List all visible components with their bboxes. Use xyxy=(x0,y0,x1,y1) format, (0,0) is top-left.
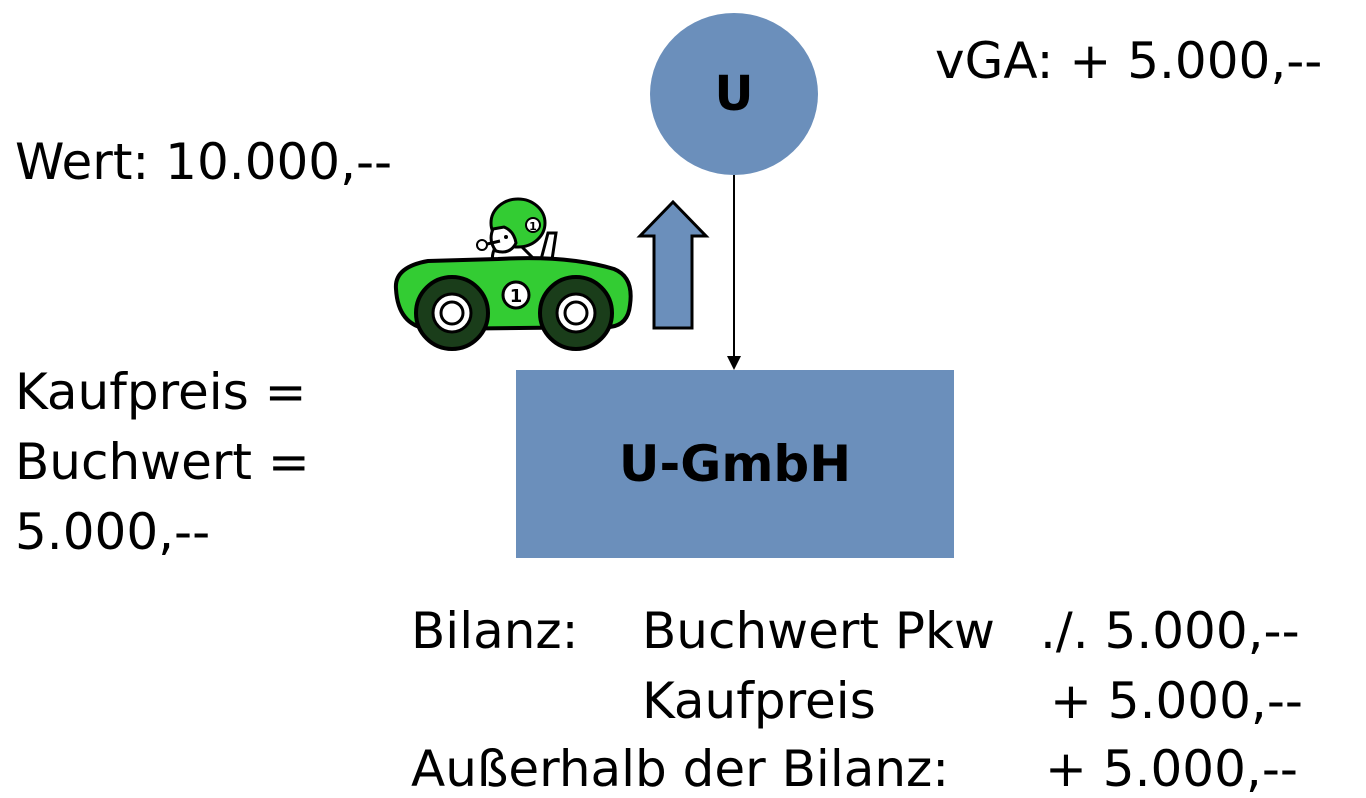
purchase-amount-text: 5.000,-- xyxy=(15,503,211,561)
buchwert-text: Buchwert = xyxy=(15,433,310,491)
svg-text:1: 1 xyxy=(529,220,537,233)
company-node: U-GmbH xyxy=(516,370,954,558)
off-balance-label: Außerhalb der Bilanz: xyxy=(411,740,950,798)
vga-text: vGA: + 5.000,-- xyxy=(935,32,1323,90)
purchase-price-amount: + 5.000,-- xyxy=(1050,672,1303,730)
car-value-text: Wert: 10.000,-- xyxy=(15,133,393,191)
shareholder-node: U xyxy=(650,13,818,175)
up-arrow-icon xyxy=(636,200,710,330)
balance-label: Bilanz: xyxy=(411,602,579,660)
svg-text:1: 1 xyxy=(510,286,523,307)
race-car-icon: 1 1 xyxy=(393,197,633,351)
book-value-item: Buchwert Pkw xyxy=(642,602,995,660)
purchase-price-item: Kaufpreis xyxy=(642,672,876,730)
book-value-amount: ./. 5.000,-- xyxy=(1040,602,1300,660)
kaufpreis-text: Kaufpreis = xyxy=(15,363,307,421)
shareholder-label: U xyxy=(714,66,754,122)
company-label: U-GmbH xyxy=(618,435,852,493)
off-balance-amount: + 5.000,-- xyxy=(1045,740,1298,798)
